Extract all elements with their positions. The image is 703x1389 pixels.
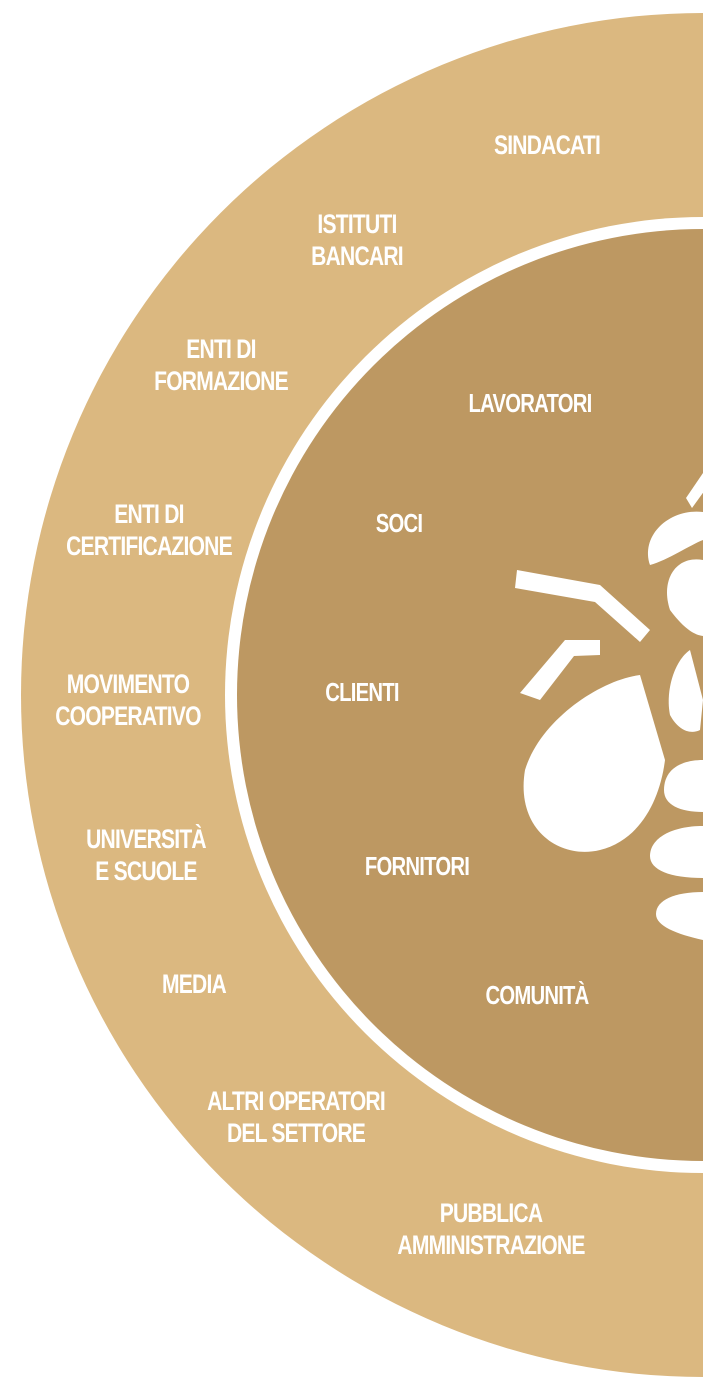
- label-comunita: COMUNITÀ: [485, 980, 589, 1010]
- label-sindacati: SINDACATI: [493, 130, 601, 160]
- label-enti-formazione: ENTI DI FORMAZIONE: [154, 334, 289, 396]
- label-movimento-cooperativo: MOVIMENTO COOPERATIVO: [55, 669, 201, 731]
- inner-circle: [237, 229, 703, 1161]
- label-enti-certificazione: ENTI DI CERTIFICAZIONE: [66, 499, 233, 561]
- label-fornitori: FORNITORI: [364, 851, 470, 881]
- label-istituti-bancari: ISTITUTI BANCARI: [311, 209, 403, 271]
- label-altri-operatori: ALTRI OPERATORI DEL SETTORE: [207, 1086, 386, 1148]
- bee-icon: [515, 472, 703, 940]
- label-pubblica-amministrazione: PUBBLICA AMMINISTRAZIONE: [397, 1198, 585, 1260]
- label-media: MEDIA: [162, 969, 227, 999]
- label-universita-scuole: UNIVERSITÀ E SCUOLE: [86, 824, 207, 886]
- label-lavoratori: LAVORATORI: [468, 388, 593, 418]
- label-clienti: CLIENTI: [325, 677, 399, 707]
- label-soci: SOCI: [375, 508, 423, 538]
